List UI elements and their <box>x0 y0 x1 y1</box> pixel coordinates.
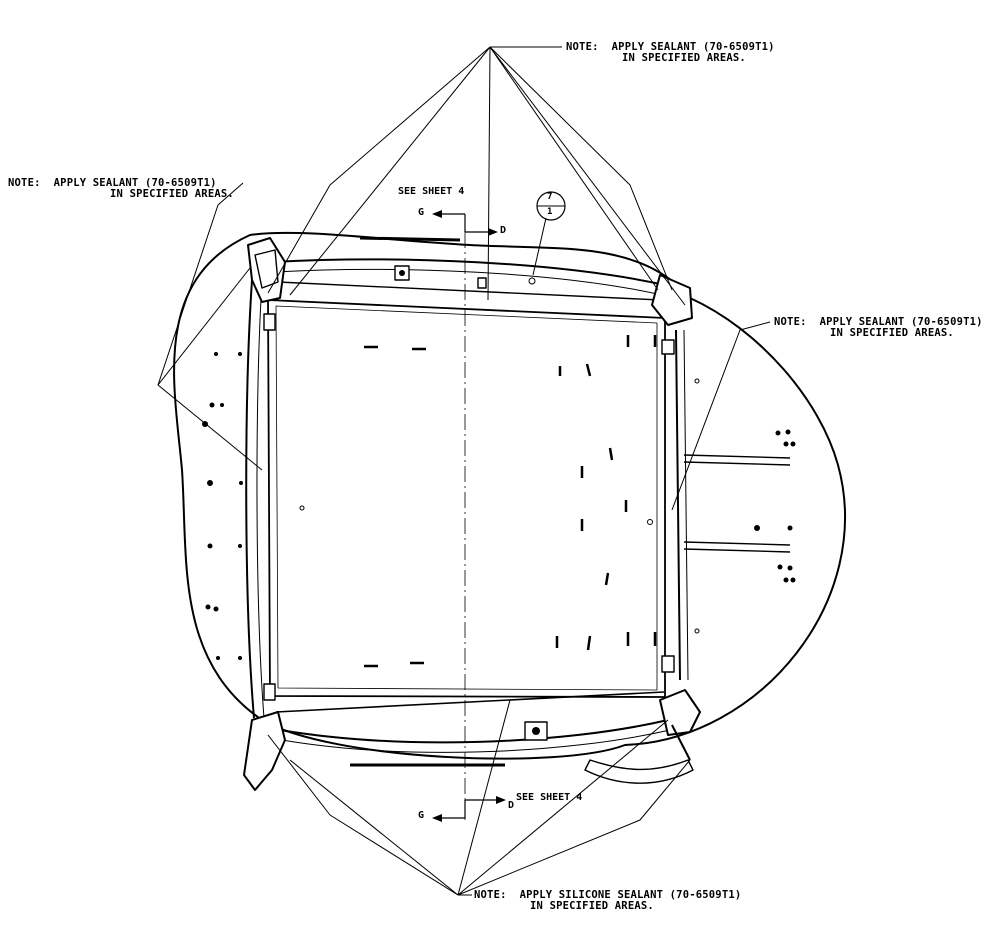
seat-pan <box>267 299 666 698</box>
bottom-note-line1: NOTE: APPLY SILICONE SEALANT (70-6509T1) <box>474 889 742 901</box>
detail-callout-top: 7 <box>547 192 553 202</box>
corner-bracket-br <box>659 689 701 736</box>
corner-bracket-tl <box>247 237 286 303</box>
outer-contour <box>173 231 846 760</box>
right-note-line1: NOTE: APPLY SEALANT (70-6509T1) <box>774 316 983 328</box>
left-rail <box>245 279 255 719</box>
right-note-leader <box>671 321 771 511</box>
right-note: NOTE: APPLY SEALANT (70-6509T1)IN SPECIF… <box>774 317 983 339</box>
corner-bracket-tr <box>651 274 693 326</box>
bottom-frame <box>275 691 665 713</box>
top-frame <box>271 258 666 286</box>
top-note-line2: IN SPECIFIED AREAS. <box>622 52 746 64</box>
bottom-note-leaders <box>267 699 691 896</box>
section-letter-g-bottom: G <box>418 810 425 821</box>
lever-arc <box>584 759 694 784</box>
slots <box>364 335 657 668</box>
section-letter-d-top: D <box>500 225 507 236</box>
see-sheet-bottom: SEE SHEET 4 <box>516 792 583 803</box>
left-note-line1: NOTE: APPLY SEALANT (70-6509T1) <box>8 177 217 189</box>
fastener-holes <box>202 270 796 735</box>
section-letter-d-bottom: D <box>508 800 515 811</box>
bottom-note: NOTE: APPLY SILICONE SEALANT (70-6509T1)… <box>474 890 741 912</box>
bottom-note-line2: IN SPECIFIED AREAS. <box>530 900 654 912</box>
seat-pan-inner <box>275 305 658 691</box>
corner-bracket-bl <box>243 711 286 791</box>
top-note-line1: NOTE: APPLY SEALANT (70-6509T1) <box>566 41 775 53</box>
section-letter-g-top: G <box>418 207 425 218</box>
top-note: NOTE: APPLY SEALANT (70-6509T1)IN SPECIF… <box>566 42 775 64</box>
top-note-leaders <box>267 46 686 306</box>
right-note-line2: IN SPECIFIED AREAS. <box>830 327 954 339</box>
right-rail <box>675 329 681 681</box>
left-note-line2: IN SPECIFIED AREAS. <box>110 188 234 200</box>
detail-callout-bottom: 1 <box>547 207 553 217</box>
clip-blocks <box>263 265 675 741</box>
see-sheet-top: SEE SHEET 4 <box>398 186 465 197</box>
left-note: NOTE: APPLY SEALANT (70-6509T1)IN SPECIF… <box>8 178 234 200</box>
left-note-leaders <box>157 182 263 471</box>
